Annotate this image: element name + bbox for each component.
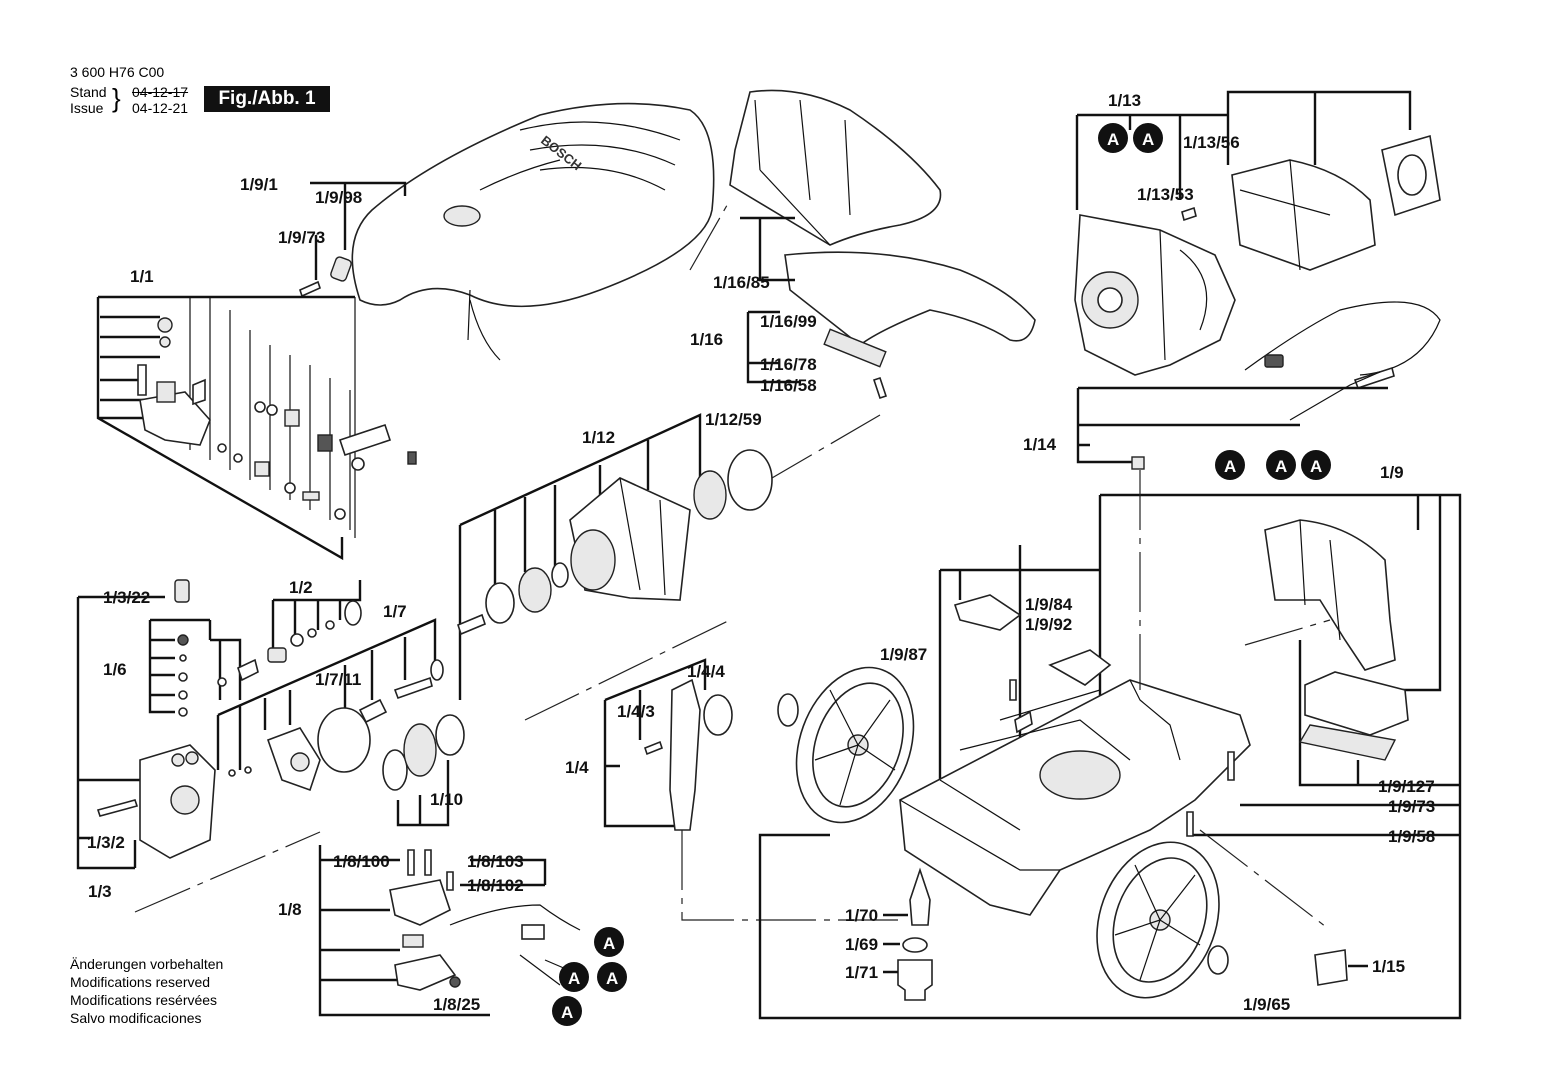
label-1-7-11: 1/7/11 [315, 670, 361, 689]
label-1-9-84: 1/9/84 [1025, 595, 1073, 614]
marker-text: A [568, 969, 580, 988]
label-1-2: 1/2 [289, 578, 313, 597]
label-1-3-2: 1/3/2 [87, 833, 125, 852]
connector-1-14-part [1131, 456, 1145, 470]
label-1-16-99: 1/16/99 [760, 312, 817, 331]
connector-a-marker: A [1301, 450, 1331, 480]
issue-date: 04-12-21 [132, 100, 189, 116]
label-1-8: 1/8 [278, 900, 302, 919]
label-1-15: 1/15 [1372, 957, 1405, 976]
marker-text: A [603, 934, 615, 953]
label-1-3: 1/3 [88, 882, 112, 901]
note-en: Modifications reserved [70, 974, 211, 990]
valve-block-part [137, 317, 417, 520]
label-1-8-25: 1/8/25 [433, 995, 480, 1014]
left-wheel-part [777, 666, 915, 824]
label-1-9-92: 1/9/92 [1025, 615, 1072, 634]
label-1-3-22: 1/3/22 [103, 588, 150, 607]
label-1-9-127: 1/9/127 [1378, 777, 1435, 796]
label-1-9-73-top: 1/9/73 [278, 228, 325, 247]
marker-text: A [561, 1003, 573, 1022]
label-1-10: 1/10 [430, 790, 463, 809]
connector-a-marker: A [594, 927, 624, 957]
label-1-13: 1/13 [1108, 91, 1141, 110]
note-fr: Modifications resérvées [70, 992, 218, 1008]
label-1-7: 1/7 [383, 602, 407, 621]
marker-text: A [1310, 457, 1322, 476]
label-1-4-3: 1/4/3 [617, 702, 655, 721]
bushing-part [330, 256, 352, 282]
switch-module-part [1298, 671, 1409, 761]
label-1-8-102: 1/8/102 [467, 876, 524, 895]
doc-number: 3 600 H76 C00 [70, 64, 165, 80]
label-1-4-4: 1/4/4 [687, 662, 725, 681]
outlet-fitting-part [644, 678, 733, 831]
note-es: Salvo modificaciones [70, 1010, 202, 1026]
label-1-9-1: 1/9/1 [240, 175, 278, 194]
motor-assembly-part [1074, 134, 1441, 390]
crankcase-part [457, 449, 773, 636]
label-1-8-103: 1/8/103 [467, 852, 524, 871]
label-1-9: 1/9 [1380, 463, 1404, 482]
label-1-14: 1/14 [1023, 435, 1057, 454]
handle-frame-part [729, 89, 1036, 400]
label-1-9-73-right: 1/9/73 [1388, 797, 1435, 816]
label-1-8-100: 1/8/100 [333, 852, 390, 871]
cable-end-part [1289, 371, 1381, 421]
label-1-9-98: 1/9/98 [315, 188, 362, 207]
connector-a-marker: A [559, 962, 589, 992]
connector-a-marker: A [1098, 123, 1128, 153]
seal-set-part [217, 600, 465, 792]
figure-badge: Fig./Abb. 1 [204, 86, 330, 112]
label-1-16-85: 1/16/85 [713, 273, 770, 292]
label-1-70: 1/70 [845, 906, 878, 925]
label-1-9-58: 1/9/58 [1388, 827, 1435, 846]
marker-text: A [1275, 457, 1287, 476]
switch-1-15-part [1314, 949, 1348, 986]
label-1-71: 1/71 [845, 963, 878, 982]
connector-a-marker: A [1133, 123, 1163, 153]
label-1-12-59: 1/12/59 [705, 410, 762, 429]
pressure-switch-part [389, 849, 581, 991]
connector-a-marker: A [1266, 450, 1296, 480]
stand-label: Stand [70, 84, 107, 100]
screw-1-9-73-part [299, 280, 321, 298]
label-1-12: 1/12 [582, 428, 615, 447]
label-1-9-87: 1/9/87 [880, 645, 927, 664]
label-1-9-65: 1/9/65 [1243, 995, 1290, 1014]
pump-head-part [96, 579, 216, 859]
notes-block: Änderungen vorbehalten Modifications res… [70, 955, 223, 1027]
brace-icon: } [112, 83, 121, 113]
marker-text: A [606, 969, 618, 988]
rear-cover-part [1264, 519, 1396, 671]
top-cover-part: BOSCH [351, 102, 715, 361]
connector-a-marker: A [1215, 450, 1245, 480]
note-de: Änderungen vorbehalten [70, 956, 224, 972]
label-1-69: 1/69 [845, 935, 878, 954]
label-1-16-58: 1/16/58 [760, 376, 817, 395]
chassis-part [899, 594, 1251, 916]
label-1-1: 1/1 [130, 267, 154, 286]
label-1-4: 1/4 [565, 758, 589, 777]
stand-date: 04-12-17 [132, 84, 189, 100]
label-1-16-78: 1/16/78 [760, 355, 817, 374]
connector-a-marker: A [597, 962, 627, 992]
inlet-connector-part [897, 867, 933, 1001]
label-1-13-56: 1/13/56 [1183, 133, 1240, 152]
marker-text: A [1142, 130, 1154, 149]
issue-label: Issue [70, 100, 104, 116]
label-1-6: 1/6 [103, 660, 127, 679]
label-1-13-53: 1/13/53 [1137, 185, 1194, 204]
label-1-16: 1/16 [690, 330, 723, 349]
marker-text: A [1224, 457, 1236, 476]
connector-a-marker: A [552, 996, 582, 1026]
right-wheel-part [1096, 841, 1229, 999]
marker-text: A [1107, 130, 1119, 149]
